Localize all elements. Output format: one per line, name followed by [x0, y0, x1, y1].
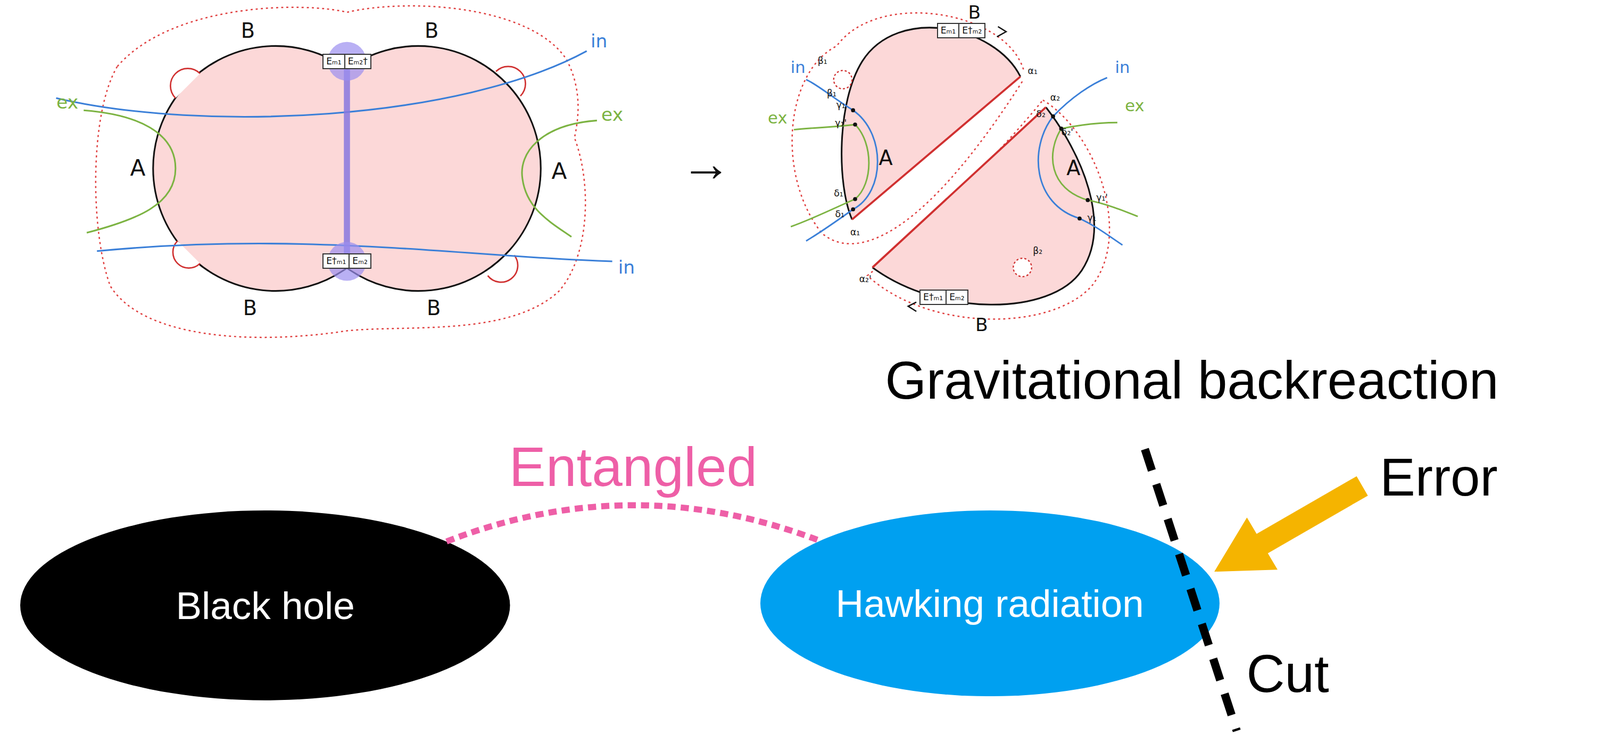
loop — [833, 70, 853, 89]
figure-label: A — [1066, 158, 1081, 179]
cut-dashed-line — [1145, 449, 1238, 731]
error-arrow — [1214, 476, 1369, 572]
ex-line — [790, 199, 856, 227]
ex-line — [521, 120, 598, 237]
figure-label: B — [241, 20, 255, 41]
in-line — [55, 51, 587, 117]
ellipse-node: Black hole — [20, 510, 511, 701]
orientation-arrow — [908, 302, 917, 312]
figure-label: β₁ — [826, 89, 837, 99]
notch — [170, 66, 526, 283]
figure-label: α₁ — [1028, 67, 1038, 77]
boundary-arc — [872, 106, 1095, 305]
pink-region — [872, 106, 1095, 305]
node-label: Black hole — [176, 583, 355, 628]
in-line — [806, 209, 853, 241]
figure-label: δ₂' — [1061, 128, 1074, 138]
figure-label: ex — [56, 93, 79, 112]
figure-label: γ₁' — [834, 118, 847, 128]
operator-cell: Eₘ₂ — [945, 290, 968, 304]
operator-cell: Eₘ₂ — [348, 254, 371, 268]
annotation-text: Cut — [1246, 647, 1330, 701]
figure-label: γ₁ — [1087, 213, 1097, 223]
figure-label: α₂' — [859, 275, 872, 285]
figure-label: B — [243, 297, 258, 319]
marked-point — [1050, 114, 1090, 221]
operator-cell: Eₘ₁ — [323, 54, 345, 69]
figure-label: A — [878, 147, 893, 169]
ex-line — [83, 110, 176, 233]
figure-label: ex — [767, 110, 787, 127]
operator-cell: Eₘ₂† — [344, 54, 371, 69]
in-line — [1079, 218, 1123, 245]
region-outline — [95, 5, 586, 338]
figure-label: δ₁ — [835, 209, 845, 219]
figure-label: A — [129, 156, 146, 180]
figure-label: β₂ — [1032, 246, 1043, 256]
ex-line — [1052, 128, 1088, 201]
figure-label: B — [426, 297, 441, 319]
operator-cell: E†ₘ₁ — [920, 290, 946, 304]
operator-cell: E†ₘ₂ — [958, 23, 985, 38]
operator-cell: Eₘ₁ — [938, 23, 959, 38]
operator-box: Eₘ₁Eₘ₂† — [322, 53, 372, 70]
figure-label: γ₁ — [836, 100, 846, 110]
figure-label: in — [590, 31, 608, 51]
annotation-text: → — [680, 137, 732, 189]
ex-line — [855, 124, 869, 200]
in-line — [852, 110, 878, 210]
ellipse-node: Hawking radiation — [760, 510, 1220, 696]
figure-label: α₂ — [1050, 93, 1060, 103]
figure-label: δ₁' — [833, 189, 846, 199]
figure-label: in — [618, 258, 635, 277]
figure-label: B — [968, 3, 982, 22]
figure-label: β₁ — [817, 56, 828, 66]
annotation-text: Error — [1379, 451, 1498, 505]
operator-cell: E†ₘ₁ — [323, 254, 349, 268]
entanglement-link — [446, 504, 820, 542]
operator-box: Eₘ₁E†ₘ₂ — [937, 22, 986, 39]
figure-label: ex — [1124, 97, 1144, 115]
figure-label: B — [424, 20, 439, 41]
edge-label: Entangled — [509, 439, 758, 495]
figure-label: δ₂ — [1035, 109, 1046, 119]
figure-label: in — [790, 59, 806, 76]
in-line — [806, 79, 853, 111]
loop — [1013, 258, 1032, 277]
figure-label: ex — [601, 105, 624, 124]
figure-label: B — [975, 315, 989, 335]
annotation-text: Gravitational backreaction — [884, 353, 1499, 408]
wormhole-bar — [343, 68, 351, 266]
in-line — [1053, 77, 1108, 117]
region-outline — [867, 100, 1110, 320]
orientation-arrow — [997, 26, 1007, 37]
figure-label: A — [551, 160, 567, 183]
cut-line — [872, 106, 1047, 268]
operator-box: E†ₘ₁Eₘ₂ — [322, 253, 372, 269]
marked-point — [850, 108, 858, 212]
figure-label: in — [1115, 59, 1131, 76]
figure-label: γ₁' — [1096, 193, 1108, 203]
node-label: Hawking radiation — [835, 581, 1144, 626]
operator-box: E†ₘ₁Eₘ₂ — [919, 289, 969, 305]
figure-label: α₁ — [850, 228, 860, 238]
